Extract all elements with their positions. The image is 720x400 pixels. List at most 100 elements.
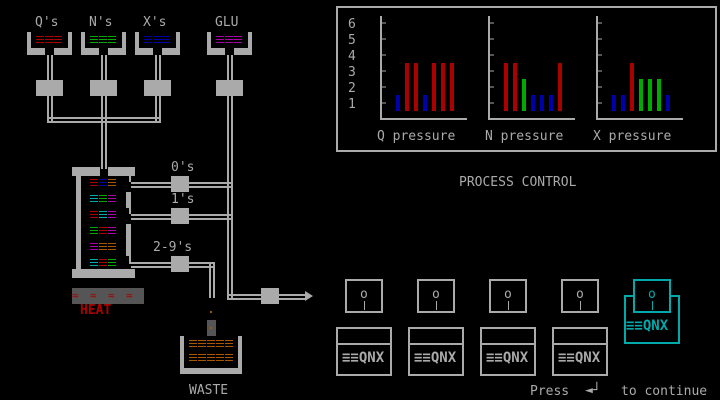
outlet-valve-0[interactable] bbox=[171, 176, 189, 192]
pressure-bar bbox=[612, 95, 616, 111]
heater[interactable] bbox=[72, 288, 144, 304]
pipe bbox=[209, 262, 215, 298]
pressure-bar bbox=[558, 63, 562, 111]
reagent-dash bbox=[108, 195, 116, 202]
slot-knob-box[interactable]: o bbox=[345, 279, 383, 313]
reagent-dash bbox=[234, 36, 242, 43]
reagent-dash bbox=[54, 36, 62, 43]
waste-dash bbox=[189, 340, 197, 347]
reagent-dash bbox=[90, 227, 98, 234]
reagent-dash bbox=[108, 227, 116, 234]
reagent-dash bbox=[108, 211, 116, 218]
slot-label: ≡≡QNX bbox=[414, 350, 457, 366]
y-tick-label: 4 bbox=[348, 49, 356, 64]
reagent-dash bbox=[45, 36, 53, 43]
reagent-dash bbox=[90, 36, 98, 43]
hopper-label: X's bbox=[143, 15, 167, 30]
waste-dash bbox=[225, 354, 233, 361]
valve-glu[interactable] bbox=[216, 80, 243, 96]
knob-icon: o bbox=[360, 287, 368, 302]
process-control-title: PROCESS CONTROL bbox=[459, 175, 577, 190]
reagent-dash bbox=[99, 243, 107, 250]
slot-label: ≡≡QNX bbox=[626, 318, 669, 334]
knob-icon: o bbox=[432, 287, 440, 302]
valve-q[interactable] bbox=[36, 80, 63, 96]
y-tick-label: 2 bbox=[348, 81, 356, 96]
reagent-dash bbox=[99, 211, 107, 218]
waste-label: WASTE bbox=[189, 383, 229, 398]
pressure-bar bbox=[432, 63, 436, 111]
reagent-dash bbox=[90, 243, 98, 250]
drip-dot bbox=[210, 311, 212, 313]
drip-dot bbox=[210, 327, 212, 329]
heat-wave-icon: ≈ bbox=[90, 289, 97, 302]
reagent-dash bbox=[90, 259, 98, 266]
outlet-label-1: 1's bbox=[171, 192, 195, 207]
waste-dash bbox=[198, 354, 206, 361]
reagent-dash bbox=[99, 195, 107, 202]
chart-xlabel: Q pressure bbox=[377, 129, 455, 144]
slot-label: ≡≡QNX bbox=[558, 350, 601, 366]
reagent-dash bbox=[153, 36, 161, 43]
reagent-dash bbox=[108, 259, 116, 266]
heat-wave-icon: ≈ bbox=[108, 289, 115, 302]
outlet-label-0: 0's bbox=[171, 160, 195, 175]
reagent-dash bbox=[144, 36, 152, 43]
hopper-label: N's bbox=[89, 15, 113, 30]
enter-key-icon: ◄┘ bbox=[585, 383, 601, 398]
outlet-valve-2-9[interactable] bbox=[171, 256, 189, 272]
waste-dash bbox=[207, 340, 215, 347]
pressure-bar bbox=[666, 95, 670, 111]
hopper-label: Q's bbox=[35, 15, 59, 30]
slot-tray[interactable]: ≡≡QNX bbox=[336, 327, 392, 376]
valve-n[interactable] bbox=[90, 80, 117, 96]
y-tick-label: 1 bbox=[348, 97, 356, 112]
continue-label: to continue bbox=[621, 384, 708, 399]
pressure-bar bbox=[621, 95, 625, 111]
output-valve[interactable] bbox=[261, 288, 279, 304]
slot-knob-box[interactable]: o bbox=[417, 279, 455, 313]
heat-label: HEAT bbox=[80, 303, 112, 318]
outlet-valve-1[interactable] bbox=[171, 208, 189, 224]
slot-label: ≡≡QNX bbox=[486, 350, 529, 366]
pressure-bar bbox=[549, 95, 553, 111]
slot-tray[interactable]: ≡≡QNX bbox=[480, 327, 536, 376]
slot-knob-box[interactable]: o bbox=[561, 279, 599, 313]
pressure-bar bbox=[648, 79, 652, 111]
reagent-dash bbox=[108, 243, 116, 250]
reagent-dash bbox=[225, 36, 233, 43]
arrow-right-icon bbox=[305, 291, 313, 301]
slot-label: ≡≡QNX bbox=[342, 350, 385, 366]
slot-tray[interactable]: ≡≡QNX bbox=[552, 327, 608, 376]
pipe bbox=[47, 117, 161, 123]
chart-xlabel: X pressure bbox=[593, 129, 671, 144]
reagent-dash bbox=[90, 195, 98, 202]
waste-dash bbox=[216, 354, 224, 361]
y-tick-label: 5 bbox=[348, 33, 356, 48]
pressure-bar bbox=[396, 95, 400, 111]
valve-x[interactable] bbox=[144, 80, 171, 96]
knob-icon: o bbox=[648, 287, 656, 302]
reagent-dash bbox=[36, 36, 44, 43]
waste-dash bbox=[198, 340, 206, 347]
reagent-dash bbox=[99, 36, 107, 43]
pipe bbox=[101, 55, 107, 169]
pressure-bar bbox=[522, 79, 526, 111]
slot-knob-box[interactable]: o bbox=[633, 279, 671, 313]
reagent-dash bbox=[99, 259, 107, 266]
pipe bbox=[227, 55, 233, 298]
pressure-bar bbox=[639, 79, 643, 111]
heat-wave-icon: ≈ bbox=[72, 289, 79, 302]
slot-knob-box[interactable]: o bbox=[489, 279, 527, 313]
reagent-dash bbox=[99, 179, 107, 186]
reagent-dash bbox=[108, 179, 116, 186]
chart-xlabel: N pressure bbox=[485, 129, 563, 144]
pressure-bar bbox=[657, 79, 661, 111]
knob-icon: o bbox=[576, 287, 584, 302]
slot-tray[interactable]: ≡≡QNX bbox=[408, 327, 464, 376]
pressure-bar bbox=[423, 95, 427, 111]
pressure-panel bbox=[336, 6, 717, 152]
pressure-bar bbox=[405, 63, 409, 111]
pressure-bar bbox=[450, 63, 454, 111]
pressure-bar bbox=[504, 63, 508, 111]
